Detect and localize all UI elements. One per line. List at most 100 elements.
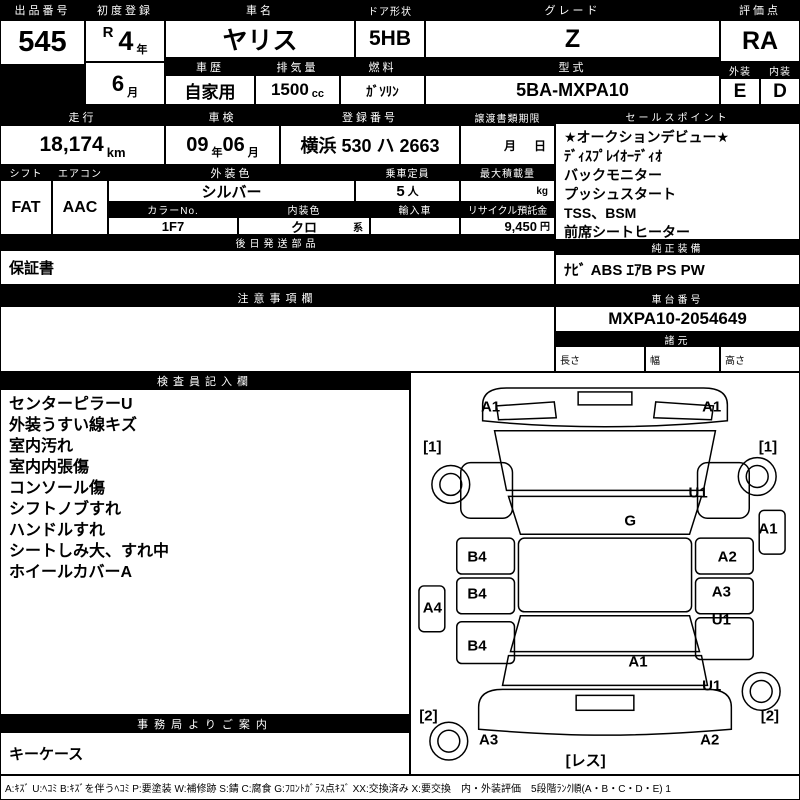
grade-value: Z: [425, 20, 720, 58]
inspection-year-unit: 年: [211, 147, 223, 159]
grade-label: グレード: [425, 0, 720, 20]
interior-score-label: 内装: [760, 62, 800, 78]
registration-label: 登録番号: [280, 109, 460, 125]
aircon-label: エアコン: [52, 165, 108, 180]
spec-length: 長さ: [555, 346, 645, 372]
inspector-note: 外装うすい線キズ: [9, 417, 138, 434]
damage-marker: A1: [628, 653, 648, 671]
car-name-label: 車名: [165, 0, 355, 20]
recycle-deposit-value: 9,450 円: [460, 217, 555, 235]
interior-score-value: D: [760, 78, 800, 105]
damage-marker: B4: [467, 548, 487, 566]
displacement-value: 1500 cc: [255, 75, 340, 105]
car-outline-svg: [418, 387, 786, 761]
color-no-value: 1F7: [108, 217, 238, 235]
first-registration-month-unit: 月: [127, 87, 139, 99]
history-value: 自家用: [165, 75, 255, 105]
inspector-note: センターピラーU: [9, 396, 133, 413]
shift-label: シフト: [0, 165, 52, 180]
inspector-note: シフトノブすれ: [9, 501, 122, 518]
exterior-color-value: シルバー: [108, 180, 355, 202]
max-load-label: 最大積載量: [460, 165, 555, 180]
inspection-month: 06: [222, 133, 245, 156]
shift-value: FAT: [0, 180, 52, 235]
score-value: RA: [720, 20, 800, 62]
aircon-value: AAC: [52, 180, 108, 235]
first-registration-year-unit: 年: [136, 44, 148, 56]
lot-number-label: 出品番号: [0, 0, 85, 20]
damage-marker: [レス]: [565, 752, 606, 770]
interior-color-value: クロ 系: [238, 217, 370, 235]
first-registration-label: 初度登録: [85, 0, 165, 20]
chassis-number-label: 車台番号: [555, 290, 800, 306]
divider-middle: [0, 285, 800, 290]
registration-value: 横浜 530 ハ 2663: [280, 125, 460, 165]
transfer-deadline-value: 月 日: [460, 125, 555, 165]
damage-marker: [1]: [423, 438, 442, 456]
inspector-note: 室内内張傷: [9, 459, 90, 476]
inspection-label: 車検: [165, 109, 280, 125]
sales-point: ﾃﾞｨｽﾌﾟﾚｲｵｰﾃﾞｨｵ: [564, 148, 662, 164]
chassis-number-value: MXPA10-2054649: [555, 306, 800, 332]
damage-marker: [1]: [758, 438, 778, 456]
transfer-deadline-label: 譲渡書類期限: [460, 109, 555, 125]
displacement-unit: cc: [311, 88, 325, 100]
damage-marker: B4: [467, 585, 487, 603]
transfer-day-label: 日: [533, 138, 546, 153]
first-registration-month: 6 月: [85, 62, 165, 105]
color-no-label: カラーNo.: [108, 202, 238, 217]
mileage-number: 18,174: [39, 133, 104, 156]
first-registration-year-number: 4: [118, 25, 134, 56]
fuel-value: ｶﾞｿﾘﾝ: [340, 75, 425, 105]
genuine-equipment-value: ﾅﾋﾞ ABS ｴｱB PS PW: [555, 254, 800, 285]
sales-point: TSS、BSM: [564, 205, 637, 221]
capacity-unit: 人: [407, 186, 419, 198]
inspector-note: ホイールカバーA: [9, 564, 133, 581]
displacement-number: 1500: [270, 80, 309, 99]
era-letter: R: [102, 24, 114, 41]
damage-marker: U1: [688, 484, 708, 502]
sales-point: 前席シートヒーター: [564, 224, 690, 240]
caution-box: [0, 306, 555, 372]
inspector-notes-label: 検査員記入欄: [0, 372, 410, 389]
transfer-month-label: 月: [503, 138, 516, 153]
sales-point: バックモニター: [564, 167, 662, 183]
later-shipping-value: 保証書: [0, 250, 555, 285]
score-label: 評価点: [720, 0, 800, 20]
mileage-unit: km: [106, 145, 126, 160]
capacity-value: 5 人: [355, 180, 460, 202]
inspection-year: 09: [186, 133, 209, 156]
car-name-value: ヤリス: [165, 20, 355, 58]
lot-number-value: 545: [0, 20, 85, 65]
lot-filler-block: [0, 65, 85, 105]
inspector-note: ハンドルすれ: [9, 522, 106, 539]
fuel-label: 燃料: [340, 58, 425, 75]
damage-marker: A1: [702, 398, 722, 416]
inspector-note: シートしみ大、すれ中: [9, 543, 170, 560]
damage-marker: A4: [422, 599, 442, 617]
damage-marker: A3: [711, 583, 731, 601]
damage-marker: [2]: [760, 707, 780, 725]
door-shape-label: ドア形状: [355, 0, 425, 20]
damage-marker: A3: [479, 731, 499, 749]
displacement-label: 排気量: [255, 58, 340, 75]
interior-color-suffix: 系: [353, 222, 363, 234]
import-car-label: 輸入車: [370, 202, 460, 217]
damage-marker: G: [624, 512, 637, 530]
max-load-value: kg: [460, 180, 555, 202]
damage-marker: [2]: [419, 707, 438, 725]
spec-width: 幅: [645, 346, 720, 372]
caution-label: 注意事項欄: [0, 290, 555, 306]
recycle-deposit-unit: 円: [540, 222, 550, 233]
divider-top: [0, 105, 800, 109]
recycle-deposit-label: リサイクル預託金: [460, 202, 555, 217]
model-code-label: 型式: [425, 58, 720, 75]
first-registration-year: R 4 年: [85, 20, 165, 62]
later-shipping-label: 後日発送部品: [0, 235, 555, 250]
inspection-month-unit: 月: [247, 147, 259, 159]
mileage-label: 走行: [0, 109, 165, 125]
damage-marker: A2: [717, 548, 737, 566]
